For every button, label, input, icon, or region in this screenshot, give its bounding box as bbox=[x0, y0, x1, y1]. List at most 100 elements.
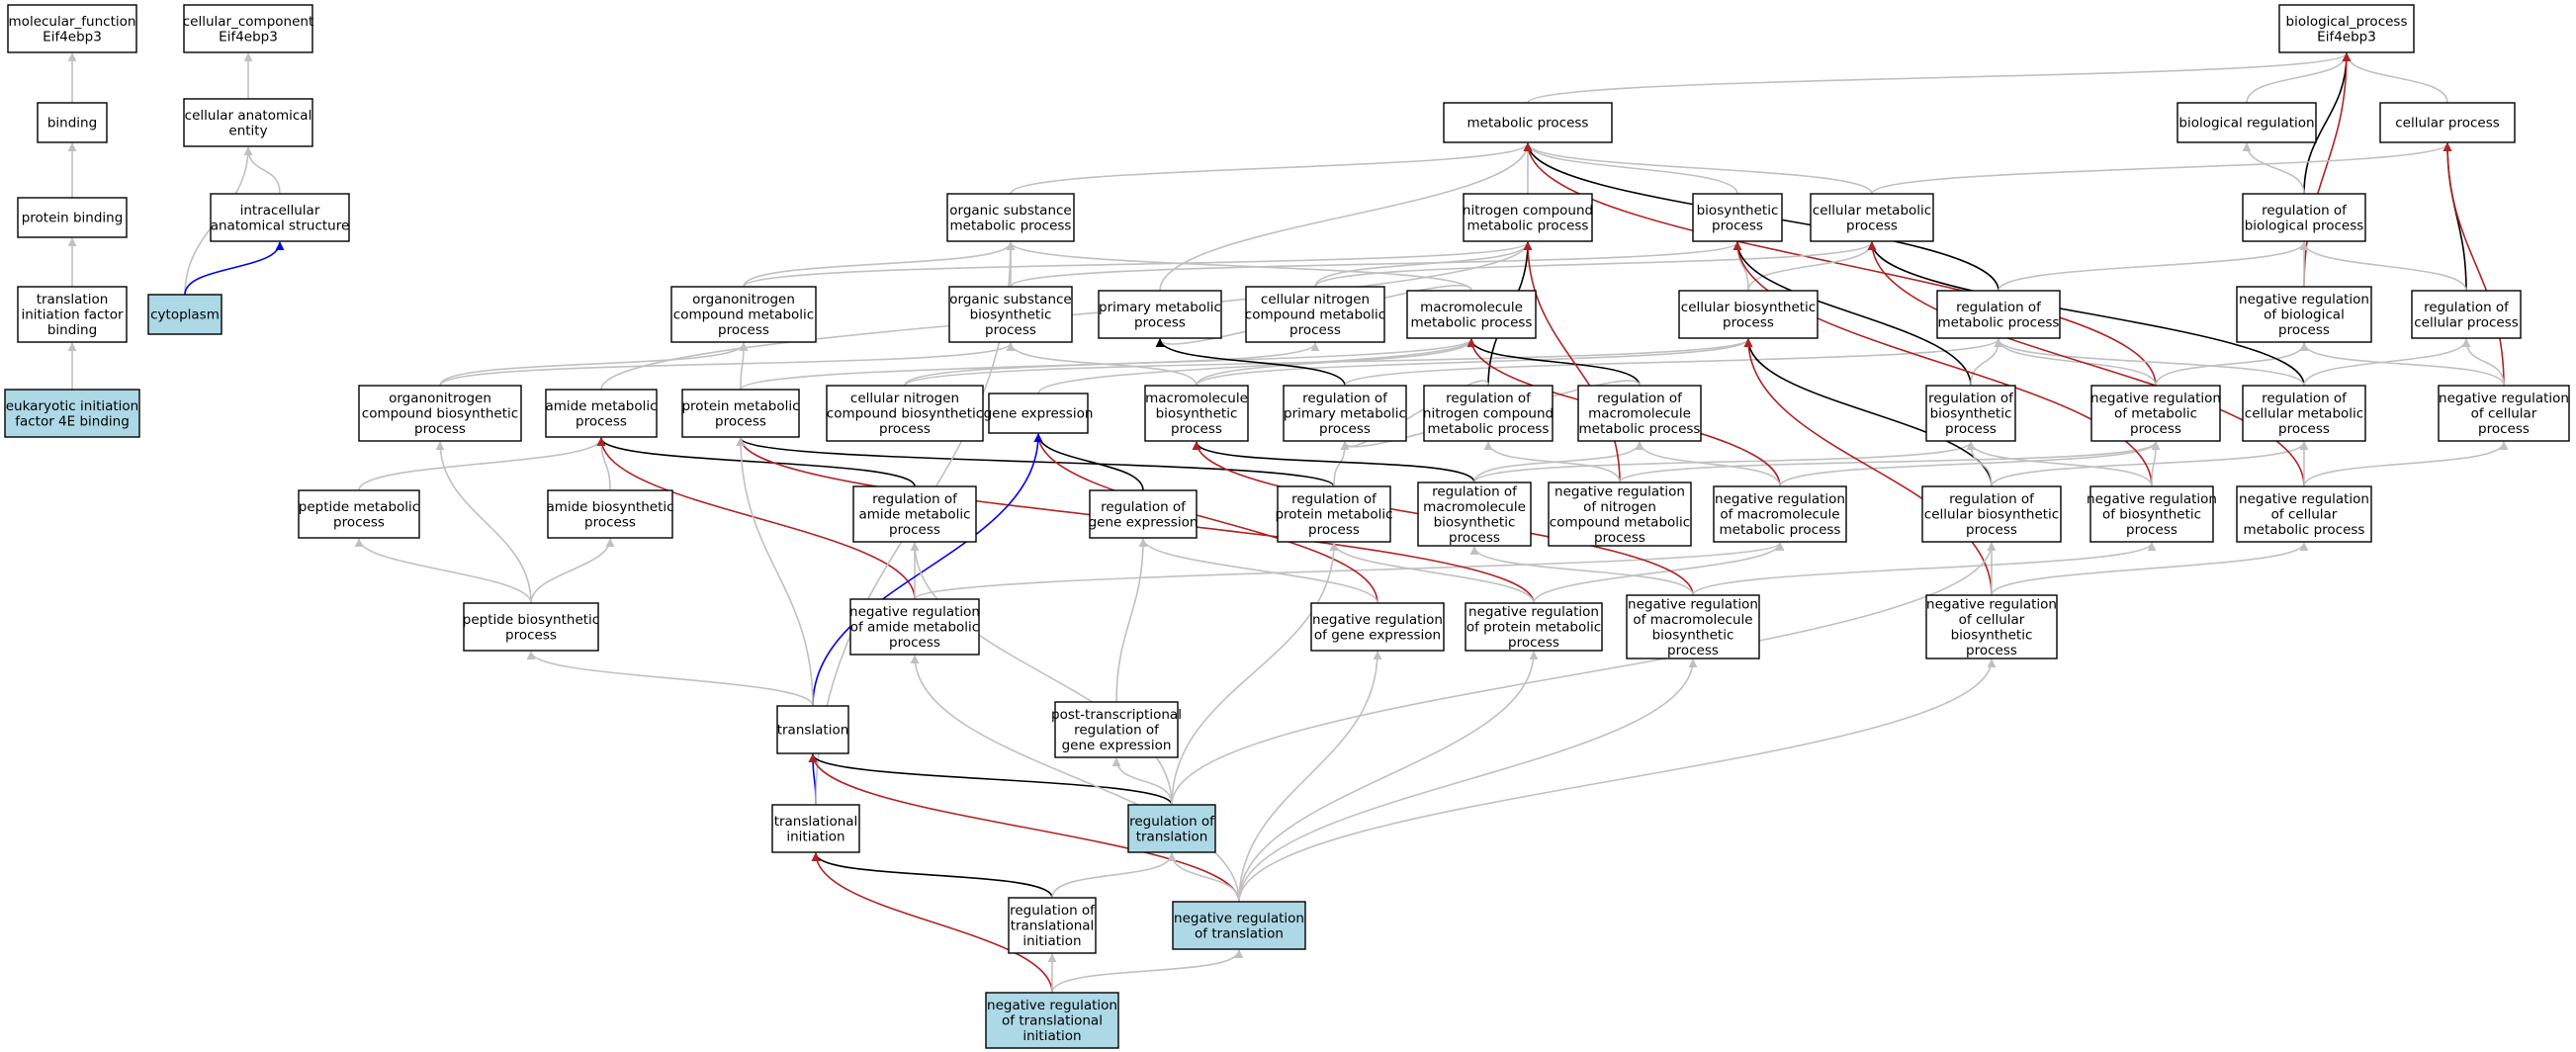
edge-macrobio-to-cellbio bbox=[1196, 338, 1753, 387]
node-box bbox=[1577, 385, 1702, 442]
node-label-line: biosynthetic bbox=[1156, 406, 1238, 422]
edge-regmacrobio-to-regbios bbox=[1473, 441, 1976, 483]
node-label-line: process bbox=[718, 322, 769, 338]
node-bioreg[interactable]: biological regulation bbox=[2176, 102, 2317, 143]
node-box bbox=[681, 389, 800, 438]
node-label-line: Eif4ebp3 bbox=[219, 29, 278, 44]
node-cellproc[interactable]: cellular process bbox=[2379, 102, 2516, 143]
edge-regbio-to-bioreg bbox=[2242, 142, 2305, 195]
edge-regcellmet-to-regcell bbox=[2303, 338, 2471, 387]
node-label-line: nitrogen compound bbox=[1423, 406, 1554, 422]
node-label-line: of protein metabolic bbox=[1466, 620, 1601, 636]
edge-osbp-to-biosyn bbox=[1010, 241, 1742, 288]
node-label-line: cellular biosynthetic bbox=[1681, 300, 1816, 315]
edge-negregamide-to-amidemet bbox=[596, 437, 916, 600]
node-label-line: regulation of bbox=[1129, 814, 1215, 830]
node-translation[interactable]: translation bbox=[776, 705, 849, 754]
node-box bbox=[1008, 897, 1097, 954]
node-binding[interactable]: binding bbox=[37, 102, 108, 143]
node-geneexp[interactable]: gene expression bbox=[984, 393, 1094, 434]
edge-regtransinit-to-transinit bbox=[811, 852, 1053, 899]
node-metproc[interactable]: metabolic process bbox=[1443, 102, 1613, 143]
edge-cellmet-to-cellproc bbox=[1871, 142, 2452, 195]
node-label-line: amide metabolic bbox=[858, 507, 970, 523]
node-label-line: regulation of bbox=[1302, 391, 1388, 406]
node-regmacrobio[interactable]: regulation ofmacromoleculebiosyntheticpr… bbox=[1417, 482, 1532, 547]
node-label-line: eukaryotic initiation bbox=[6, 398, 139, 414]
edge-negregbios-to-negregmet bbox=[2151, 441, 2161, 487]
node-label-line: gene expression bbox=[1089, 514, 1199, 530]
node-box bbox=[4, 389, 140, 438]
edge-peptbio-to-peptmet bbox=[354, 538, 532, 604]
node-label-line: negative regulation bbox=[2239, 491, 2369, 507]
edge-negreggeneexp-to-reggeneexp bbox=[1138, 538, 1378, 604]
node-label-line: cellular biosynthetic bbox=[1924, 507, 2059, 523]
node-protbind[interactable]: protein binding bbox=[17, 197, 128, 238]
node-cytoplasm[interactable]: cytoplasm bbox=[147, 294, 222, 335]
edge-protmet-to-orgncmp bbox=[739, 342, 749, 391]
node-label-line: initiation factor bbox=[21, 307, 124, 323]
node-label-line: translation bbox=[777, 723, 849, 739]
edge-regamide-to-amidemet bbox=[596, 437, 916, 487]
node-box bbox=[826, 385, 984, 442]
node-box bbox=[183, 98, 313, 147]
node-box bbox=[1463, 193, 1593, 242]
edge-cellmet-to-metproc bbox=[1523, 142, 1873, 195]
